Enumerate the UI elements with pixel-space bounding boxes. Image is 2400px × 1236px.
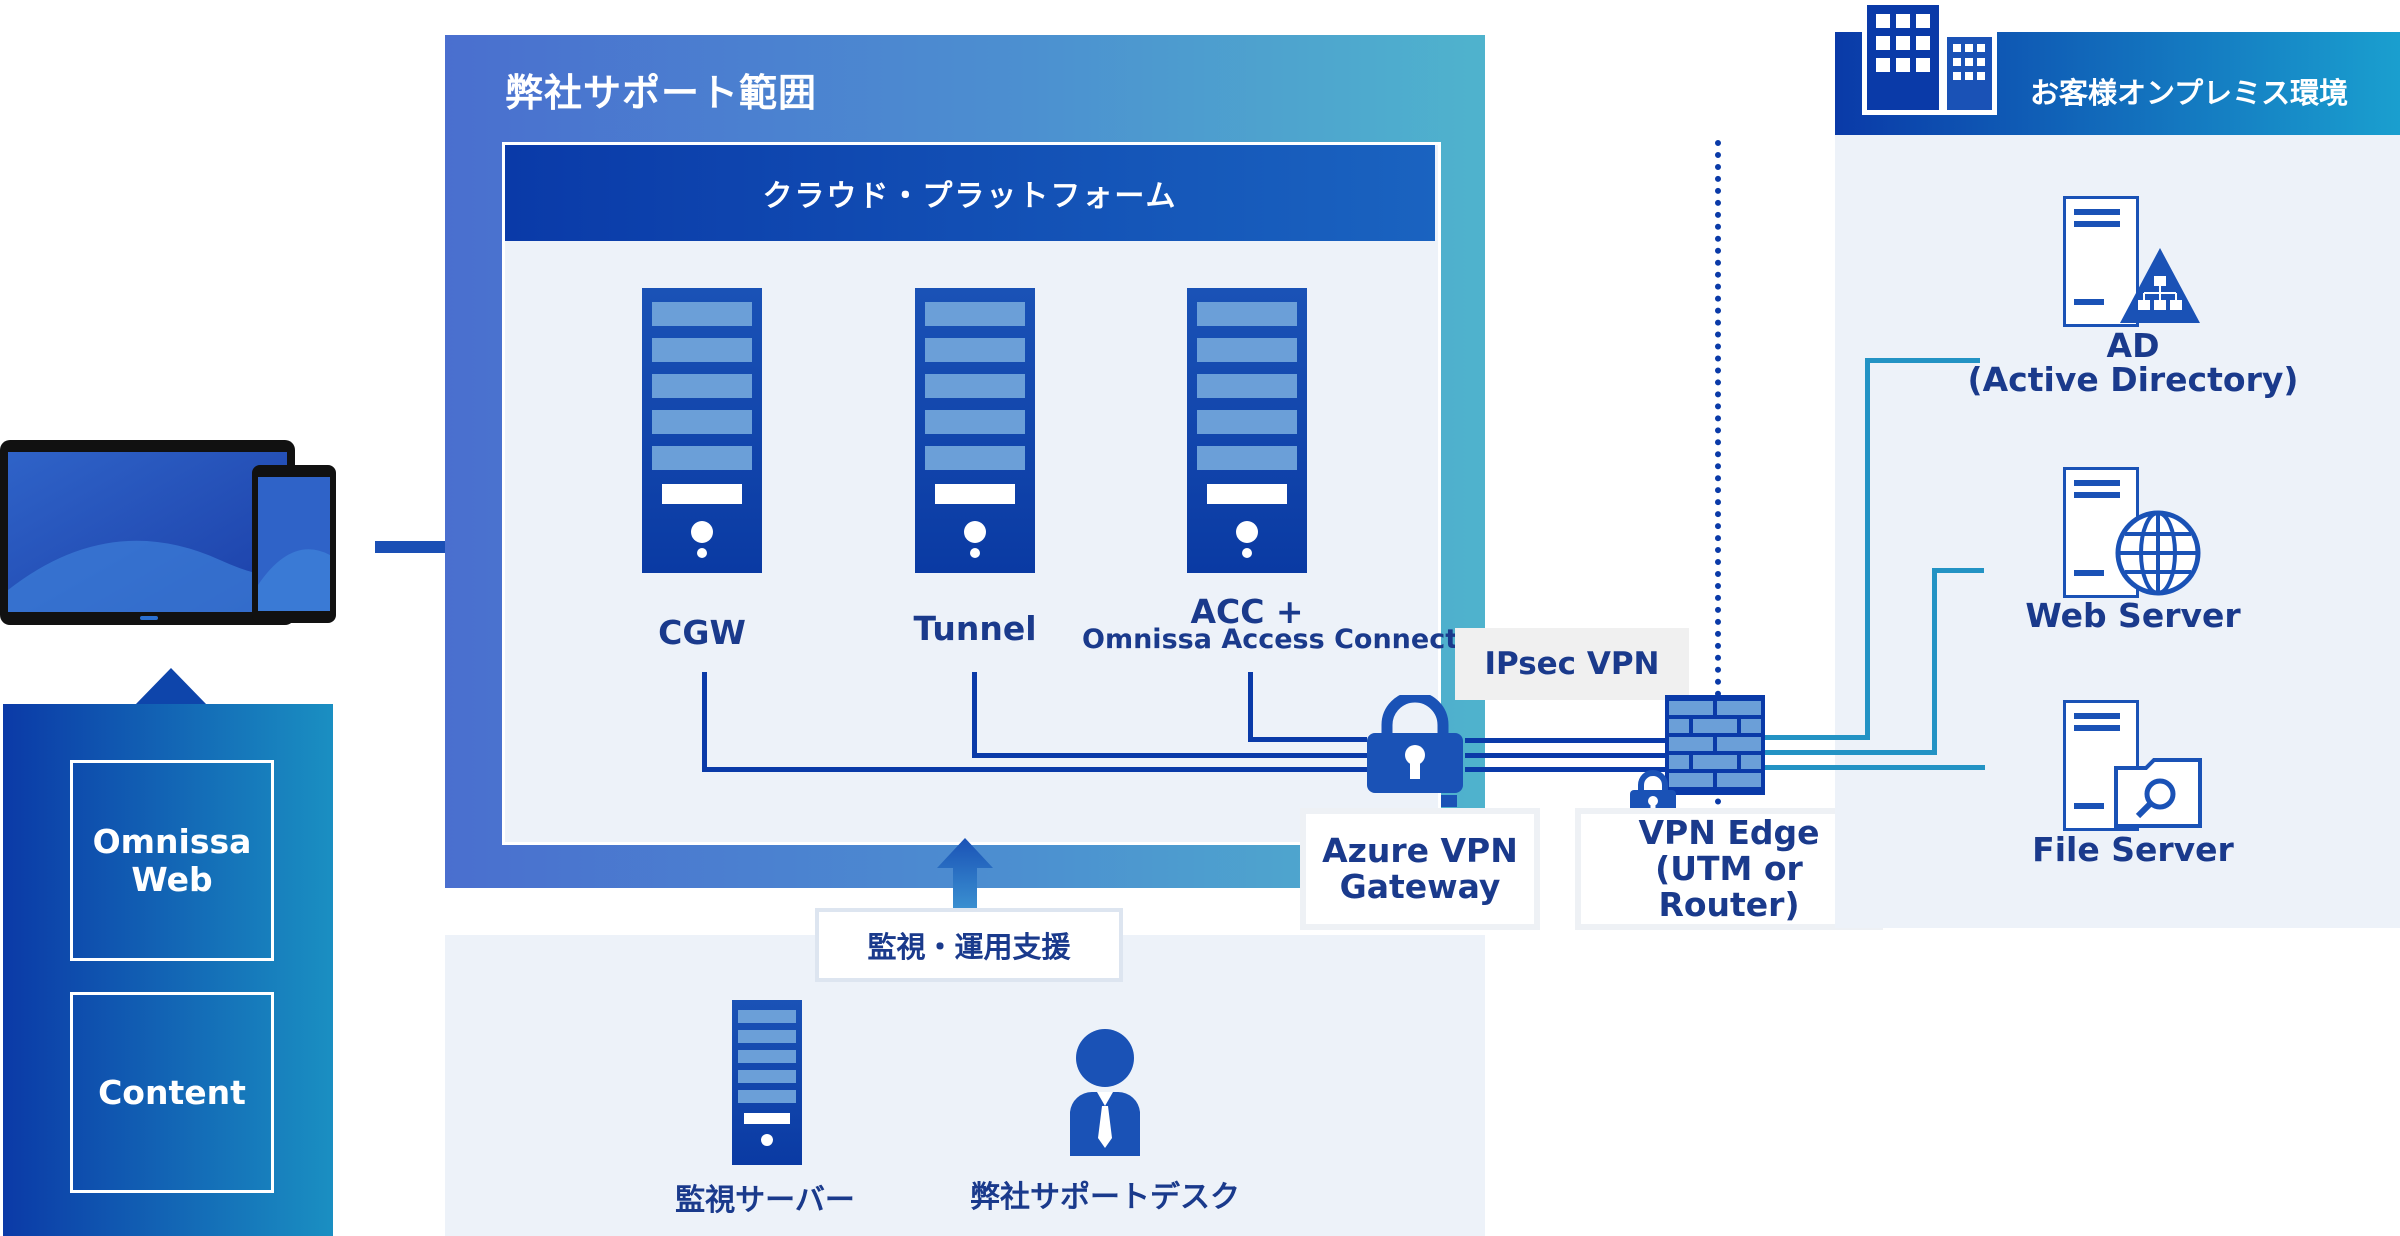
edge-link-2 [1765,750,1870,755]
cloud-platform-title: クラウド・プラットフォーム [505,145,1435,241]
acc-label-line1: ACC + [1190,592,1304,631]
phone-icon [252,465,336,623]
web-server-label: Web Server [2025,596,2241,635]
building-icon [1862,0,1997,115]
acc-server-icon [1187,288,1307,573]
tunnel-label: Tunnel [913,609,1037,648]
azure-vpn-lock-icon [1365,691,1465,795]
tunnel-server-icon [915,288,1035,573]
monitoring-ops-label: 監視・運用支援 [815,908,1123,982]
ad-link-h [1865,358,1980,363]
ad-label-line2: (Active Directory) [1967,360,2299,399]
support-desk-person-icon [1064,1028,1146,1156]
vpn-edge-label: VPN Edge(UTM or Router) [1575,808,1883,930]
cgw-label: CGW [658,613,746,652]
vpn-tunnel-line-1 [1465,738,1665,743]
monitoring-arrow-icon [937,838,993,908]
globe-icon [2115,510,2201,596]
ad-server-icon [2063,196,2139,327]
edge-link-3 [1765,765,1870,770]
onprem-title: お客様オンプレミス環境 [2030,76,2349,110]
cgw-link-h [702,767,1367,772]
ipsec-vpn-label: IPsec VPN [1455,628,1689,700]
firewall-icon [1665,695,1765,795]
edge-link-1 [1765,735,1870,740]
acc-link-v [1248,672,1253,742]
client-box-notch [135,668,207,705]
folder-search-icon [2112,758,2204,830]
monitoring-server-icon [732,1000,802,1165]
support-scope-title: 弊社サポート範囲 [505,71,818,115]
web-link-h2 [1932,568,1984,573]
laptop-icon [0,440,300,625]
vpn-tunnel-line-3 [1465,767,1665,772]
web-link-h1 [1865,750,1935,755]
cgw-server-icon [642,288,762,573]
azure-lock-stem [1441,795,1457,807]
client-box [3,704,333,1236]
directory-icon [2120,248,2200,323]
client-item-content: Content [70,992,274,1193]
web-link-v [1932,568,1937,755]
file-server-label: File Server [2032,830,2234,869]
tunnel-link-h [972,753,1367,758]
monitoring-server-label: 監視サーバー [675,1183,855,1218]
vpn-tunnel-line-2 [1465,753,1665,758]
monitoring-panel [445,935,1485,1236]
network-boundary-dashed-line [1715,140,1727,805]
tunnel-link-v [972,672,977,758]
ad-label-line1: AD [2106,326,2160,365]
ad-link-v [1865,358,1870,740]
acc-link-h [1248,737,1367,742]
acc-label-line2: Omnissa Access Connector [1082,624,1490,655]
file-link-h [1865,765,1985,770]
cgw-link-v [702,672,707,772]
support-desk-label: 弊社サポートデスク [970,1180,1240,1215]
